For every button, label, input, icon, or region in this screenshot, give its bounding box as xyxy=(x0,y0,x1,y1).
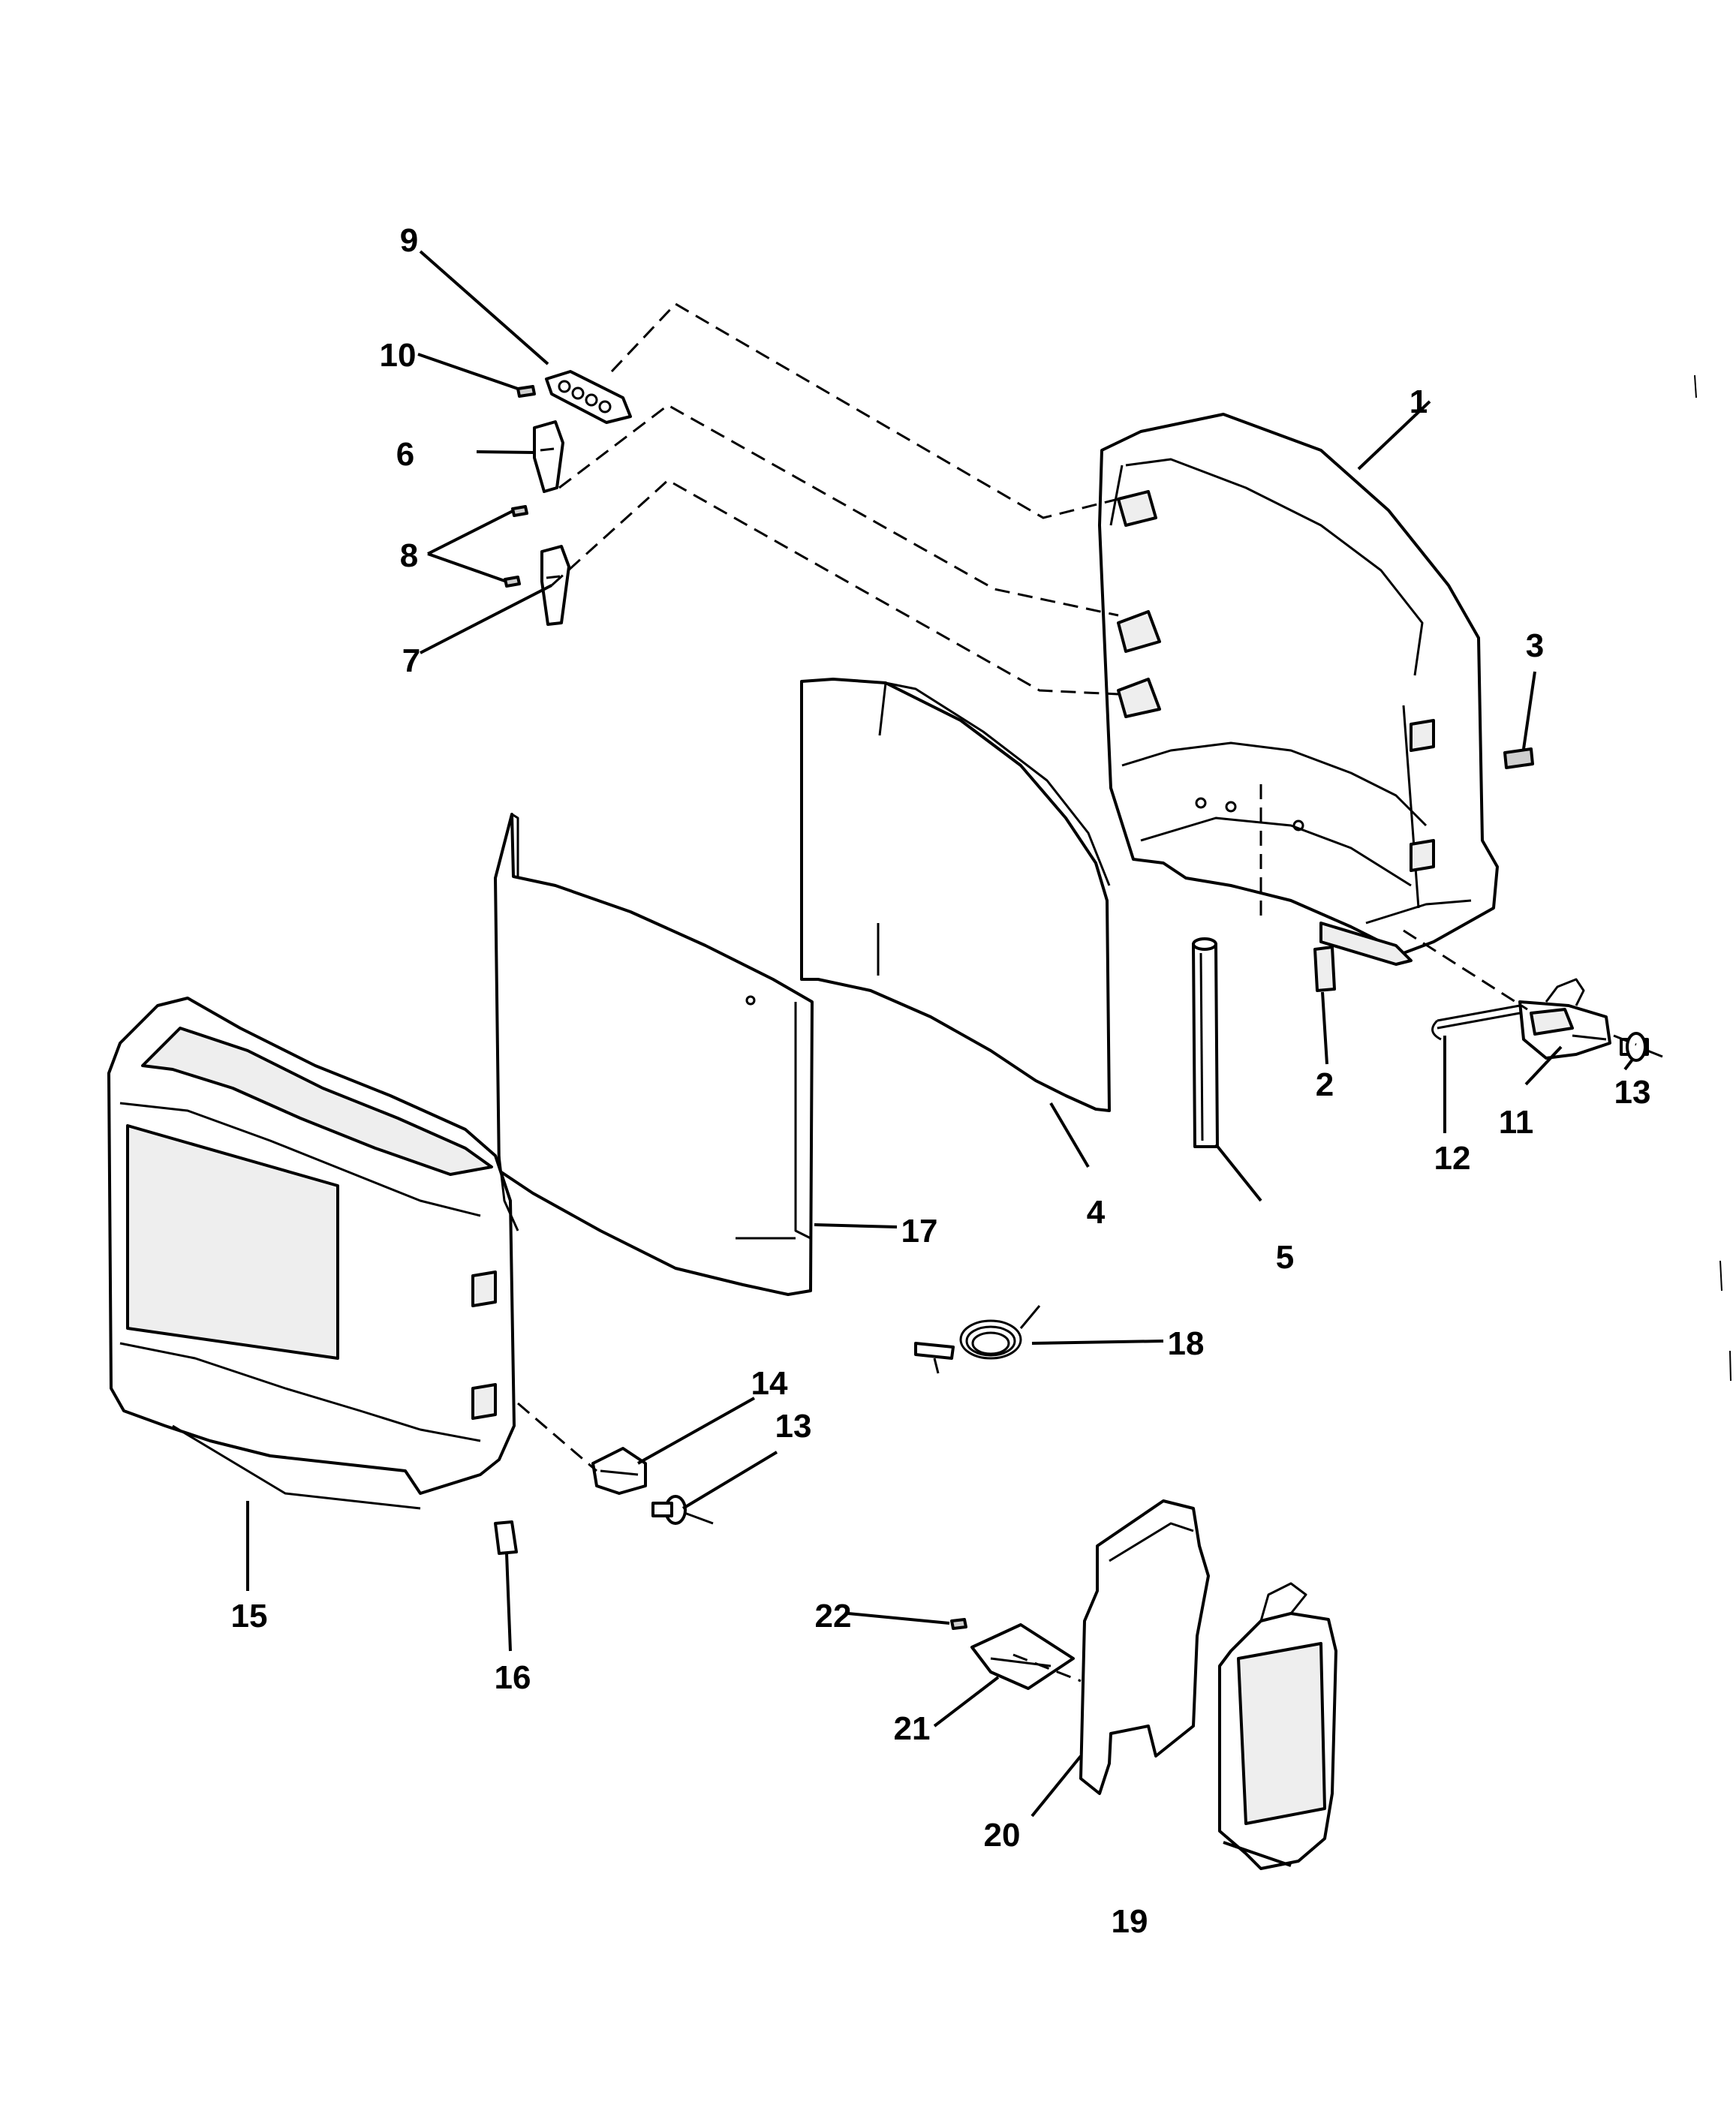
callout-11: 11 xyxy=(1499,1104,1534,1141)
callout-10: 10 xyxy=(380,337,417,374)
part-8-screw-lower xyxy=(504,576,521,588)
part-20-housing-plate xyxy=(1079,1499,1210,1795)
part-3-pad xyxy=(1503,747,1534,769)
part-8-screw-upper xyxy=(511,505,528,517)
callout-14: 14 xyxy=(751,1365,788,1402)
part-13-pin-lower xyxy=(651,1495,714,1525)
part-17-front-panel xyxy=(494,813,814,1296)
callout-4: 4 xyxy=(1087,1194,1106,1231)
callout-13-lower: 13 xyxy=(775,1408,812,1445)
callout-18: 18 xyxy=(1168,1325,1205,1362)
callout-8: 8 xyxy=(400,537,418,574)
part-16-clip xyxy=(494,1520,518,1555)
part-19-cover xyxy=(1218,1582,1337,1870)
callout-15: 15 xyxy=(231,1598,268,1634)
scan-edge-marks xyxy=(1694,374,1731,1382)
callout-19: 19 xyxy=(1112,1903,1148,1940)
callout-20: 20 xyxy=(984,1817,1021,1854)
callout-13-upper: 13 xyxy=(1614,1074,1651,1111)
callout-22: 22 xyxy=(815,1598,852,1634)
callout-3: 3 xyxy=(1526,627,1544,664)
callout-21: 21 xyxy=(894,1710,931,1747)
part-10-screw xyxy=(516,385,536,398)
part-rear-cowl xyxy=(1098,413,1499,966)
part-14-bracket xyxy=(591,1447,647,1495)
part-9-strip xyxy=(545,370,632,424)
callout-2: 2 xyxy=(1316,1066,1334,1103)
callout-12: 12 xyxy=(1434,1140,1471,1177)
part-11-latch xyxy=(1518,978,1611,1060)
part-4-seal-panel xyxy=(800,678,1111,1112)
part-12-hook-rod xyxy=(1431,1004,1521,1041)
assembly-dashed-lines xyxy=(517,302,1637,1682)
part-22-screw xyxy=(950,1618,967,1630)
part-5-rod xyxy=(1192,937,1219,1148)
callout-labels: 1 2 3 4 5 6 7 8 9 10 11 12 13 13 14 15 1… xyxy=(231,222,1651,1940)
part-21-bracket xyxy=(970,1623,1075,1690)
callout-9: 9 xyxy=(400,222,418,259)
callout-17: 17 xyxy=(901,1213,938,1249)
part-6-hinge xyxy=(533,420,564,493)
part-15-front-cowl xyxy=(107,997,519,1510)
part-2-block xyxy=(1313,946,1336,992)
callout-1: 1 xyxy=(1410,383,1428,420)
part-13-pin-upper xyxy=(1620,1032,1663,1062)
part-18-cable xyxy=(914,1305,1041,1374)
part-7-hinge xyxy=(540,545,570,626)
callout-leader-lines xyxy=(246,250,1634,1867)
callout-16: 16 xyxy=(495,1659,531,1696)
callout-7: 7 xyxy=(402,642,420,679)
callout-6: 6 xyxy=(396,436,414,473)
callout-5: 5 xyxy=(1276,1239,1294,1276)
